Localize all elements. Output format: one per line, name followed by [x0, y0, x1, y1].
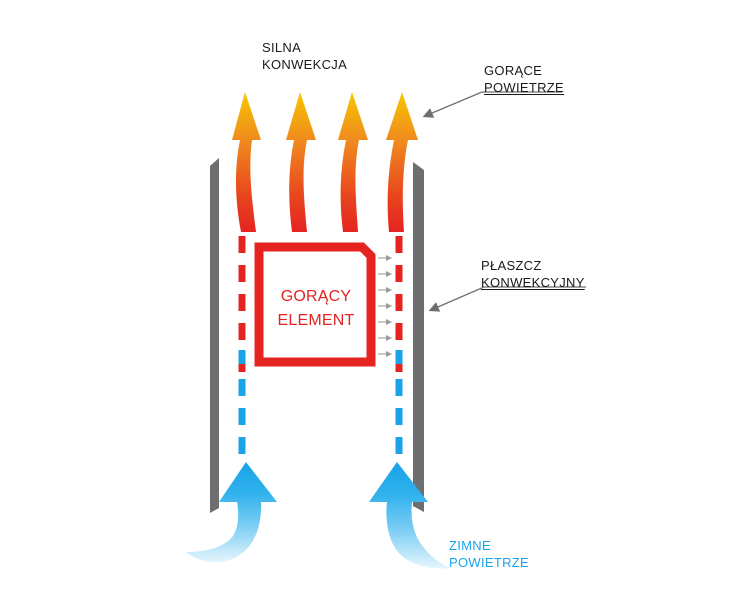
convection-jacket	[210, 158, 424, 513]
heating-element	[254, 242, 376, 367]
leader-arrow-icon	[422, 91, 562, 118]
heating-element-label: GORĄCY ELEMENT	[260, 285, 372, 333]
jacket-wall-left	[210, 158, 219, 513]
hot-air-flames	[232, 92, 418, 232]
heat-radiation-arrows	[378, 255, 392, 357]
flame-arrow-icon	[232, 92, 261, 232]
cold-air-line-2: POWIETRZE	[449, 555, 529, 570]
convection-jacket-label: PŁASZCZ KONWEKCYJNY	[481, 257, 585, 291]
cold-air-arrow-icon	[186, 462, 277, 563]
heating-element-line-2: ELEMENT	[277, 312, 355, 329]
heating-element-line-1: GORĄCY	[280, 288, 352, 305]
leader-lines	[422, 91, 586, 312]
strong-convection-label: SILNA KONWEKCJA	[262, 39, 347, 73]
strong-convection-line-2: KONWEKCJA	[262, 57, 348, 72]
cold-air-line-1: ZIMNE	[449, 538, 491, 553]
strong-convection-line-1: SILNA	[262, 40, 302, 55]
flame-arrow-icon	[338, 92, 368, 232]
hot-air-line-2: POWIETRZE	[484, 80, 564, 95]
flame-arrow-icon	[286, 92, 316, 232]
cold-air-arrow-icon	[369, 462, 452, 569]
cold-air-label: ZIMNE POWIETRZE	[449, 537, 529, 571]
hot-air-label: GORĄCE POWIETRZE	[484, 62, 564, 96]
flame-arrow-icon	[386, 92, 418, 232]
convection-jacket-line-2: KONWEKCYJNY	[481, 275, 585, 290]
cold-air-arrows	[186, 462, 452, 569]
leader-arrow-icon	[428, 286, 586, 312]
convection-jacket-line-1: PŁASZCZ	[481, 258, 542, 273]
hot-air-line-1: GORĄCE	[484, 63, 543, 78]
jacket-wall-right	[413, 162, 424, 512]
